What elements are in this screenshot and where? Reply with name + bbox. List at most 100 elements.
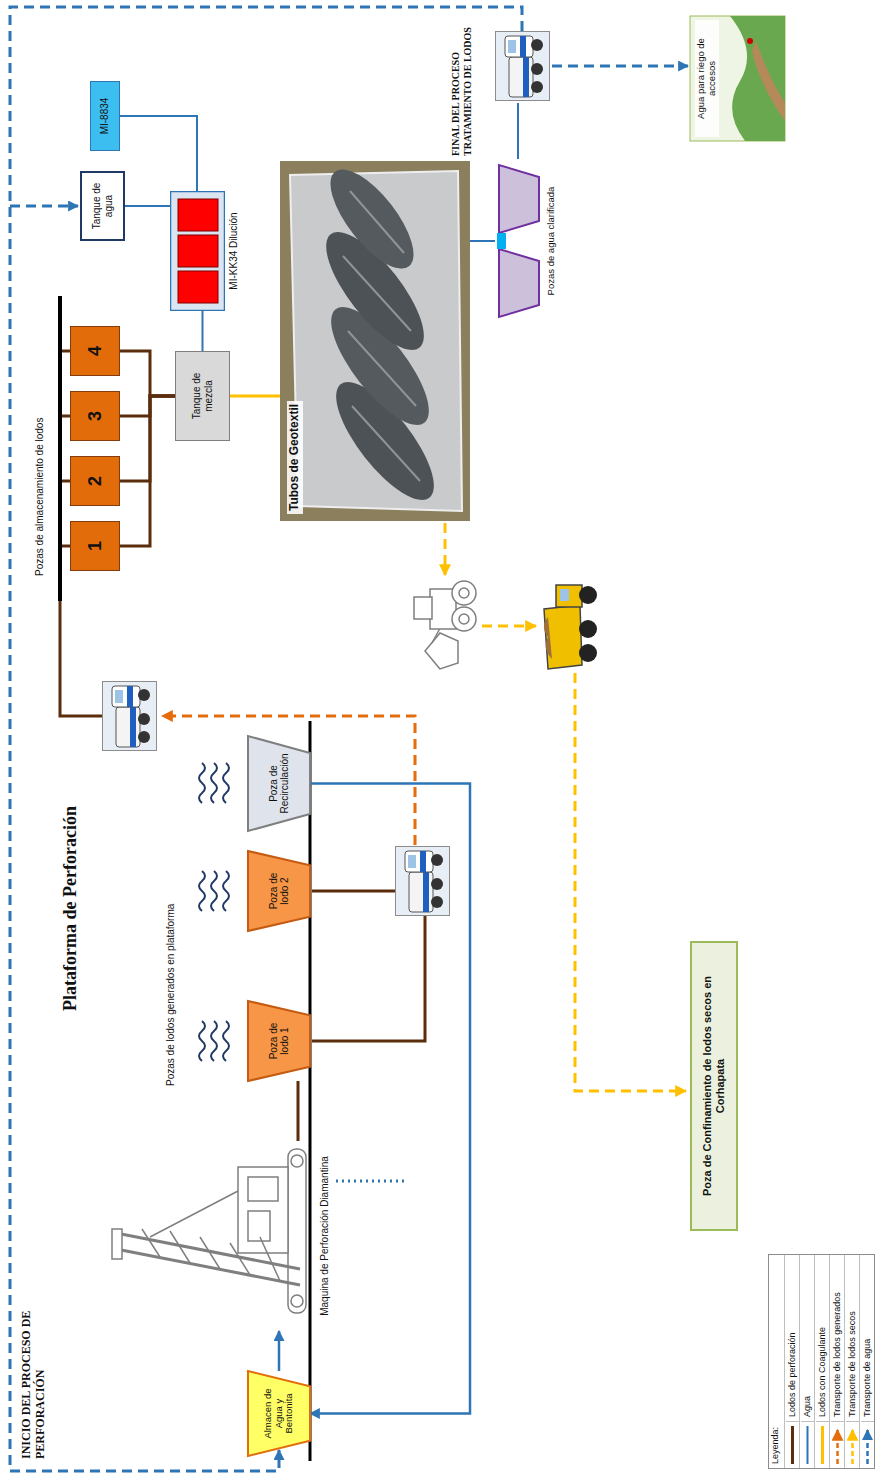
node-text: 2 — [85, 476, 106, 486]
connector — [202, 311, 204, 351]
recirculation-pond: Poza de Recirculación — [248, 736, 310, 831]
connector — [125, 205, 170, 207]
node-text: Poza de lodo 2 — [268, 864, 291, 918]
group-label: Pozas de almacenamiento de lodos — [34, 296, 46, 576]
legend-row: Transporte de lodos secos — [844, 1255, 859, 1468]
node-text: MI-KK34 Dilución — [225, 212, 240, 289]
node-text: Tanque de mezcla — [191, 358, 214, 434]
legend-text: Transporte de lodos generados — [832, 1292, 842, 1421]
irrigation-picture — [690, 16, 785, 141]
node-text: Poza de Recirculación — [268, 751, 291, 816]
mud-line — [312, 916, 425, 1041]
drill-rig-sketch — [112, 1149, 306, 1313]
process-start-title: INICIO DEL PROCESO DE PERFORACIÓN — [20, 1259, 48, 1459]
mud-line — [60, 601, 102, 716]
legend-text: Agua — [802, 1396, 812, 1421]
storage-pool: 4 — [70, 326, 120, 376]
vacuum-truck — [396, 847, 450, 916]
mud-pond: Poza de lodo 1 — [248, 1001, 310, 1081]
connector — [297, 1081, 300, 1141]
mixing-tank: Tanque de mezcla — [175, 351, 230, 441]
connector — [310, 784, 470, 1414]
borehole-line — [336, 1180, 405, 1183]
legend-row: Lodos de perforación — [784, 1255, 799, 1468]
connector — [120, 396, 175, 416]
evaporation-waves — [199, 763, 229, 1061]
vacuum-truck — [103, 682, 157, 751]
legend-title: Leyenda: — [769, 1255, 784, 1468]
connector — [230, 395, 280, 398]
connector — [470, 240, 495, 242]
vacuum-truck — [496, 32, 550, 101]
water-tank: Tanque de agua — [80, 171, 125, 241]
node-text: Poza de lodo 1 — [268, 1014, 291, 1068]
group-label: Pozas de lodos generados en plataforma — [165, 756, 177, 1086]
legend-row: Agua — [799, 1255, 814, 1468]
area-title: Plataforma de Perforación — [60, 691, 81, 1011]
node-text: Tubos de Geotextil — [287, 401, 303, 514]
irrigation-water: Agua para riego de accesos — [690, 16, 785, 141]
dry-mud-transport-line — [575, 673, 686, 1091]
node-text: Maquina de Perforación Diamantina — [319, 1156, 331, 1316]
mud-line — [62, 351, 70, 546]
loader-sketch — [414, 581, 476, 669]
node-text: Almacen de Agua y Bentonita — [263, 1384, 296, 1443]
node-text: 1 — [85, 541, 106, 551]
mud-pond: Poza de lodo 2 — [248, 851, 310, 931]
node-text: Tanque de agua — [91, 178, 114, 234]
pump-box: MI-8834 — [90, 81, 120, 151]
connector — [120, 116, 197, 191]
legend-sample — [786, 1421, 799, 1468]
clarified-water-ponds: Pozas de agua clarificada — [495, 161, 557, 321]
legend-sample — [801, 1421, 814, 1468]
geotextile-tubes: Tubos de Geotextil — [280, 161, 470, 521]
connector — [278, 1331, 281, 1371]
ground-line — [309, 721, 312, 1461]
dump-truck — [544, 585, 597, 669]
node-text: Pozas de agua clarificada — [543, 187, 557, 296]
dilution-unit: MI-KK34 Dilución — [170, 191, 240, 311]
dry-mud-transport-line — [482, 625, 536, 628]
mud-transport-line — [162, 716, 415, 845]
legend-row: Lodos con Coagulante — [814, 1255, 829, 1468]
legend-sample — [846, 1421, 859, 1468]
connector — [120, 396, 175, 546]
water-transport-line — [10, 7, 522, 1471]
node-text: 4 — [85, 346, 106, 356]
dilution-tanks — [170, 191, 225, 311]
mud-line — [312, 890, 395, 893]
legend-text: Transporte de lodos secos — [847, 1311, 857, 1421]
legend-text: Lodos de perforación — [787, 1332, 797, 1421]
legend-row: Transporte de agua — [859, 1255, 874, 1468]
legend-sample — [861, 1421, 874, 1468]
node-text: Poza de Confinamiento de lodos secos en … — [701, 953, 726, 1219]
water-transport-line — [552, 65, 688, 68]
legend-sample — [816, 1421, 829, 1468]
connector — [120, 351, 175, 396]
legend-row: Transporte de lodos generados — [829, 1255, 844, 1468]
legend-sample — [831, 1421, 844, 1468]
drill-rig: Maquina de Perforación Diamantina — [110, 1141, 332, 1331]
containment-pond: Poza de Confinamiento de lodos secos en … — [690, 941, 738, 1231]
node-text: MI-8834 — [99, 98, 111, 135]
clarified-ponds-shape — [495, 161, 543, 321]
water-transport-line — [10, 205, 78, 208]
storage-pond: Almacen de Agua y Bentonita — [248, 1371, 310, 1456]
node-text: Agua para riego de accesos — [695, 20, 719, 137]
water-line — [517, 103, 519, 159]
legend-text: Lodos con Coagulante — [817, 1327, 827, 1421]
storage-pool: 3 — [70, 391, 120, 441]
storage-pool: 1 — [70, 521, 120, 571]
process-end-title: FINAL DEL PROCESO TRATAMIENTO DE LODOS — [450, 14, 473, 156]
connector — [120, 396, 175, 481]
node-text: 3 — [85, 411, 106, 421]
dry-mud-transport-line — [444, 523, 447, 575]
legend-text: Transporte de agua — [862, 1339, 872, 1421]
manifold-bar — [58, 296, 62, 601]
geotextile-photo — [280, 157, 470, 521]
legend: Leyenda:Lodos de perforaciónAgua Lodos co… — [768, 1254, 875, 1469]
